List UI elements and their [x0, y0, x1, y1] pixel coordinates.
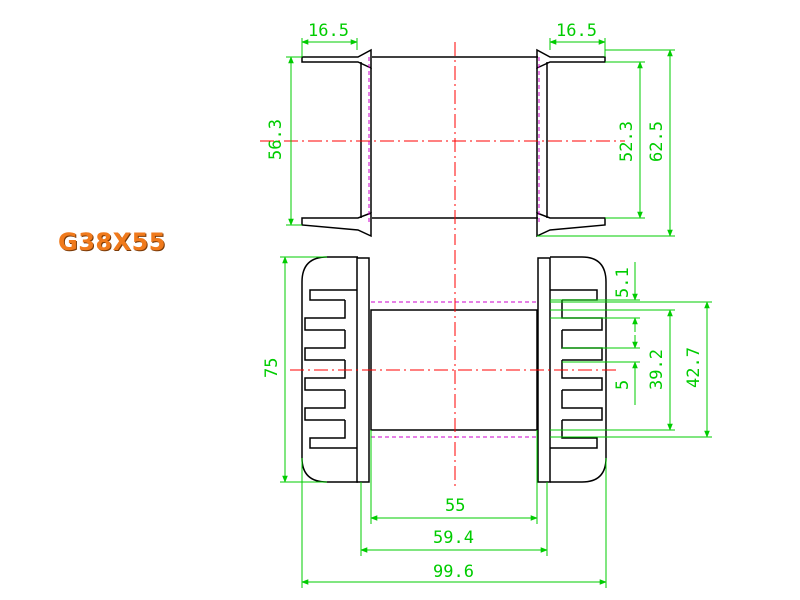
dim-top-right-flange: 16.5	[556, 21, 597, 41]
part-title: G38X55	[58, 228, 166, 256]
bottom-centerlines	[290, 250, 620, 490]
dim-bottom-window: 39.2	[647, 349, 667, 390]
dim-top-height-outer: 56.3	[266, 119, 286, 160]
dim-bottom-width-inner: 55	[445, 496, 465, 516]
top-view	[301, 48, 606, 238]
dim-top-height-total: 62.5	[647, 121, 667, 162]
dim-bottom-width-mid: 59.4	[433, 528, 474, 548]
dim-bottom-pitch: 5	[613, 380, 633, 390]
dim-bottom-width-total: 99.6	[433, 562, 474, 582]
dim-bottom-slot: 5.1	[613, 267, 633, 298]
dim-top-left-flange: 16.5	[308, 21, 349, 41]
dim-top-height-inner: 52.3	[617, 121, 637, 162]
top-centerlines	[260, 42, 625, 245]
dim-bottom-window-outer: 42.7	[684, 347, 704, 388]
left-fins	[304, 289, 357, 449]
dim-bottom-height: 75	[262, 358, 282, 378]
right-fins	[550, 289, 603, 449]
